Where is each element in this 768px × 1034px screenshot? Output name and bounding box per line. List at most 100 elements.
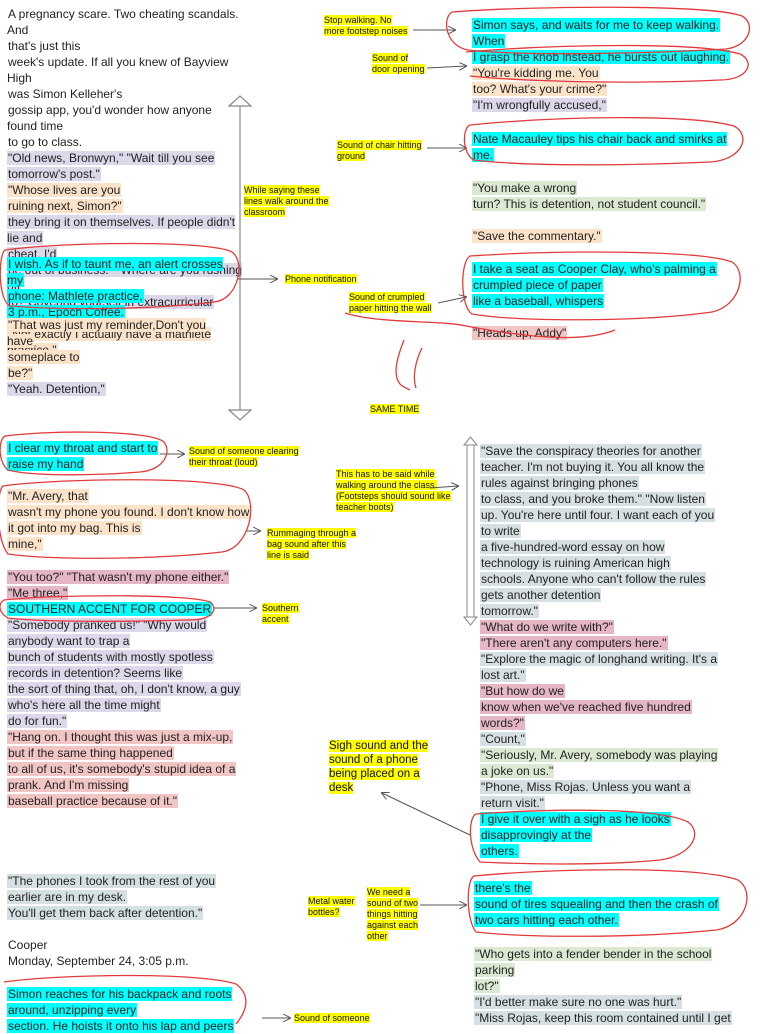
left-bottom-simon-text: Simon reaches for his backpack and roots…	[7, 986, 247, 1034]
highlighted-text: "Mr. Avery, that	[7, 489, 89, 503]
note-line: paper hitting the wall	[349, 303, 432, 313]
text-line: I wish. As if to taunt me, an alert cros…	[7, 256, 232, 288]
highlighted-text: "The phones I took from the rest of you	[7, 874, 217, 888]
text-line: return visit."	[480, 795, 720, 811]
text-line: I clear my throat and start to	[7, 440, 177, 456]
highlighted-text: ruining next, Simon?"	[7, 199, 123, 213]
highlighted-text: too? What's your crime?"	[472, 82, 608, 96]
highlighted-text: it got into my bag. This is	[7, 521, 142, 535]
note-line: classroom	[244, 207, 286, 217]
highlighted-text: A pregnancy scare. Two cheating scandals…	[7, 7, 239, 37]
note-line: ground	[337, 151, 366, 161]
note-line: accent	[262, 614, 289, 624]
text-line: to write	[480, 523, 720, 539]
text-line: it got into my bag. This is	[7, 520, 252, 536]
note-line: This has to be said while	[336, 469, 435, 479]
text-line: Simon says, and waits for me to keep wal…	[472, 17, 742, 33]
note-line: sound of two	[367, 898, 419, 908]
highlighted-text: disapprovingly at the	[480, 828, 593, 842]
note-line: against each	[367, 920, 419, 930]
highlighted-text: a joke on us."	[480, 764, 555, 778]
right-bottom-fender-text: "Who gets into a fender bender in the sc…	[474, 946, 744, 1026]
highlighted-text: I grasp the knob instead, he bursts out …	[472, 50, 731, 64]
text-line: section. He hoists it onto his lap and p…	[7, 1018, 247, 1034]
note-line: desk	[329, 782, 354, 794]
text-line: lost art."	[480, 667, 720, 683]
highlighted-text: that's just this	[8, 39, 81, 53]
text-line: "Me three,"	[7, 585, 252, 601]
note-line: lines walk around the	[244, 196, 329, 206]
note-line: bottles?	[308, 907, 340, 917]
text-line: know when we've reached five hundred	[480, 699, 720, 715]
text-line: tomorrow."	[480, 603, 720, 619]
text-line: "Heads up, Addy"	[472, 325, 742, 341]
text-line: "Who gets into a fender bender in the sc…	[474, 946, 744, 962]
highlighted-text: to write	[480, 524, 521, 538]
text-line: "Seriously, Mr. Avery, somebody was play…	[480, 747, 720, 763]
text-line: too? What's your crime?"	[472, 81, 742, 97]
highlighted-text: others.	[480, 844, 519, 858]
highlighted-text: crumpled piece of paper	[472, 278, 603, 292]
text-line: crumpled piece of paper	[472, 277, 742, 293]
highlighted-text: "You're kidding me. You	[472, 66, 600, 80]
text-line: "There aren't any computers here."	[480, 635, 720, 651]
text-line: Cooper	[7, 937, 247, 953]
highlighted-text: You'll get them back after detention."	[7, 906, 204, 920]
text-line: Nate Macauley tips his chair back and sm…	[472, 131, 742, 147]
text-line: raise my hand	[7, 456, 177, 472]
highlighted-text: me.	[472, 148, 495, 162]
highlighted-text: week's update. If all you knew of Bayvie…	[7, 55, 229, 85]
highlighted-text: around, unzipping every	[7, 1003, 138, 1017]
text-line: who's here all the time might	[7, 697, 252, 713]
text-line: disapprovingly at the	[480, 827, 720, 843]
text-line: like a baseball, whispers	[472, 293, 742, 309]
text-line: baseball practice because of it."	[7, 793, 252, 809]
highlighted-text: "Me three,"	[7, 586, 69, 600]
highlighted-text: mine,"	[7, 537, 43, 551]
left-mid-prank-text: "You too?" "That wasn't my phone either.…	[7, 569, 252, 809]
vertical-double-arrow-mid	[462, 436, 479, 626]
text-line: rules against bringing phones	[480, 475, 720, 491]
highlighted-text: "Somebody pranked us!" "Why would	[7, 618, 208, 632]
note-line: things hitting	[367, 909, 418, 919]
text-line: gets another detention	[480, 587, 720, 603]
highlighted-text: be?"	[7, 366, 34, 380]
highlighted-text: lot?"	[474, 979, 500, 993]
highlighted-text: "Miss Rojas, keep this room contained un…	[474, 1011, 732, 1025]
highlighted-text: there's the	[474, 881, 532, 895]
highlighted-text: Simon says, and waits for me to keep wal…	[472, 18, 721, 32]
note-line: bag sound after this	[267, 539, 347, 549]
text-line: A pregnancy scare. Two cheating scandals…	[7, 6, 242, 38]
right-top-nate-text: Nate Macauley tips his chair back and sm…	[472, 131, 742, 163]
highlighted-text: prank. And I'm missing	[7, 778, 130, 792]
right-bottom-crash-text: there's the sound of tires squealing and …	[474, 880, 744, 928]
text-line: phone: Mathlete practice,	[7, 288, 232, 304]
text-line: me.	[472, 147, 742, 163]
text-line: do for fun."	[7, 713, 252, 729]
highlighted-text: but if the same thing happened	[7, 746, 174, 760]
text-line: was Simon Kelleher's	[7, 86, 242, 102]
highlighted-text: "There aren't any computers here."	[480, 636, 668, 650]
text-line: sound of tires squealing and then the cr…	[474, 896, 744, 912]
highlighted-text: I clear my throat and start to	[7, 441, 159, 455]
note-line: Sound of someone clearing	[189, 446, 299, 456]
text-line: "Mr. Avery, that	[7, 488, 252, 504]
text-line: "Miss Rojas, keep this room contained un…	[474, 1010, 744, 1026]
highlighted-text: to go to class.	[8, 135, 83, 149]
highlighted-text: a five-hundred-word essay on how	[480, 540, 666, 554]
highlighted-text: wasn't my phone you found. I don't know …	[7, 505, 251, 519]
text-line: wasn't my phone you found. I don't know …	[7, 504, 252, 520]
note-line: Southern	[262, 603, 299, 613]
text-line: two cars hitting each other.	[474, 912, 744, 928]
highlighted-text: "Old news, Bronwyn," "Wait till you see	[7, 151, 216, 165]
highlighted-text: the sort of thing that, oh, I don't know…	[7, 682, 241, 696]
highlighted-text: like a baseball, whispers	[472, 294, 605, 308]
text-line: there's the	[474, 880, 744, 896]
right-mid-avery-text: "Save the conspiracy theories for anothe…	[480, 443, 720, 859]
highlighted-text: sound of tires squealing and then the cr…	[474, 897, 719, 911]
text-line: gossip app, you'd wonder how anyone foun…	[7, 102, 242, 134]
